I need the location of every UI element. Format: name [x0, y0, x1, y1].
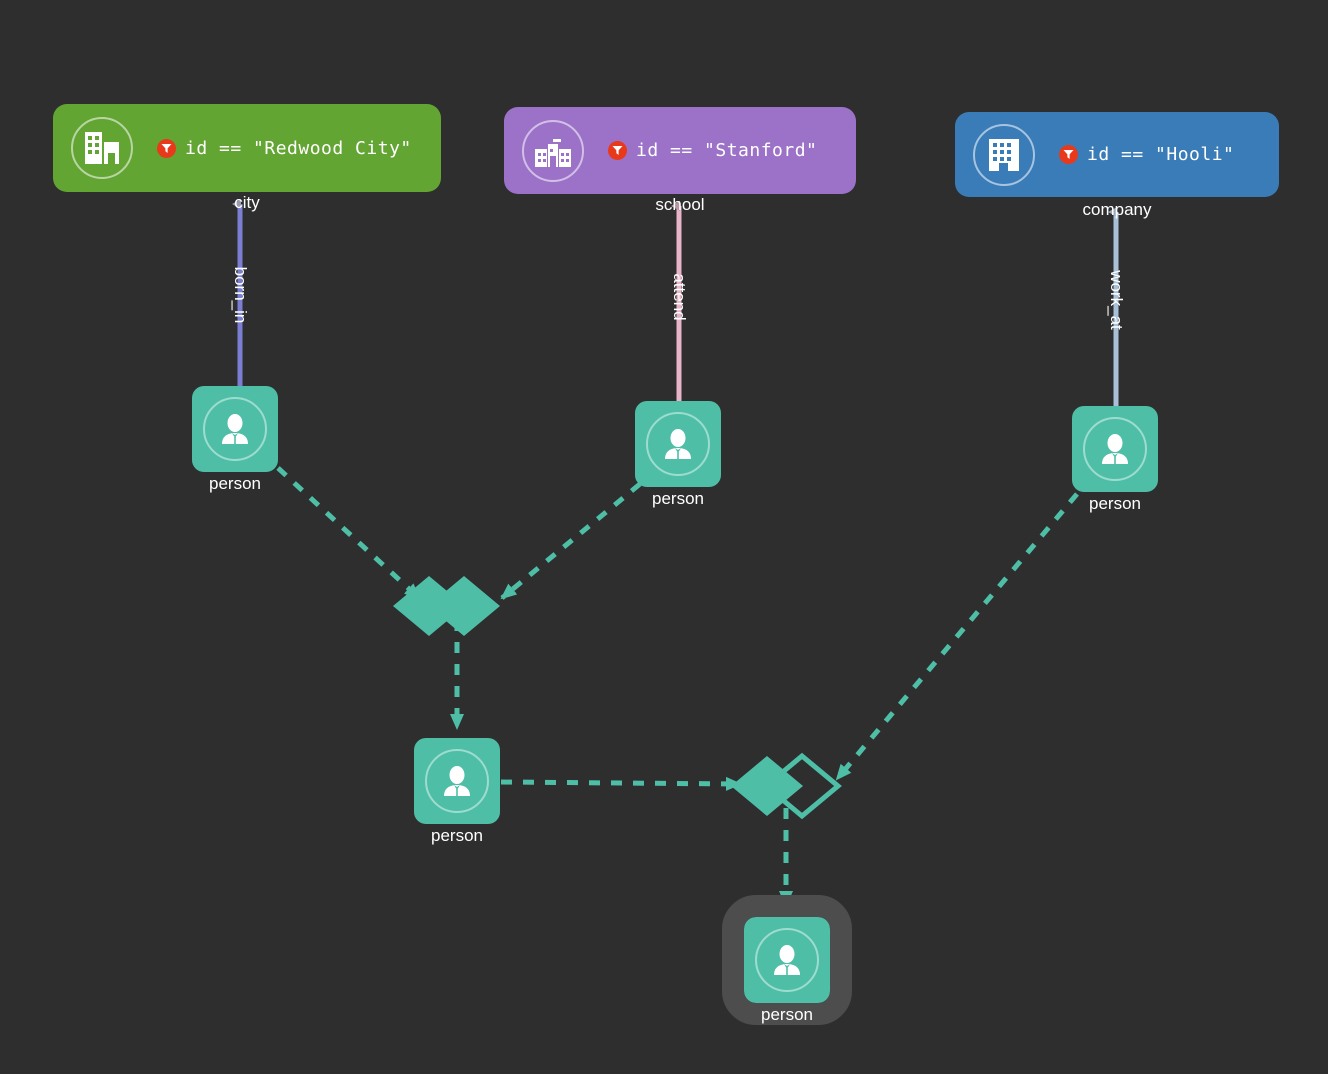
- rel-person1-to-join1[interactable]: [276, 466, 421, 600]
- filter-funnel-icon: [157, 138, 176, 158]
- filter-expression-city[interactable]: id == "Redwood City": [157, 138, 412, 159]
- entity-node-company[interactable]: id == "Hooli": [955, 112, 1279, 197]
- filter-funnel-icon: [1059, 145, 1078, 164]
- person-node-5[interactable]: [722, 895, 852, 1025]
- caption-person-4: person: [431, 826, 483, 845]
- person-node-2[interactable]: [635, 401, 721, 487]
- caption-person-3: person: [1089, 494, 1141, 513]
- person-avatar-icon: [1083, 417, 1147, 481]
- edge-label-attend: attend: [670, 273, 689, 321]
- edge-label-work-at: work_at: [1107, 270, 1126, 330]
- caption-person-1: person: [209, 474, 261, 493]
- city-buildings-icon: [71, 117, 133, 179]
- caption-school: school: [655, 195, 705, 214]
- person-avatar-icon: [755, 928, 819, 992]
- filter-expression-text: id == "Stanford": [636, 140, 818, 161]
- caption-company: company: [1082, 200, 1152, 219]
- filter-expression-text: id == "Redwood City": [185, 137, 412, 159]
- filter-expression-company[interactable]: id == "Hooli": [1059, 144, 1234, 165]
- join-node-2[interactable]: [731, 752, 842, 820]
- office-building-icon: [973, 123, 1035, 186]
- rel-person4-to-join2[interactable]: [500, 776, 742, 791]
- person-avatar-icon: [203, 397, 267, 461]
- caption-person-5: person: [761, 1005, 813, 1024]
- person-avatar-icon: [425, 749, 489, 813]
- join-node-1[interactable]: [393, 576, 500, 636]
- person-avatar-icon: [646, 412, 710, 476]
- caption-person-2: person: [652, 489, 704, 508]
- person-node-1[interactable]: [192, 386, 278, 472]
- edge-label-born-in: born_in: [231, 266, 250, 324]
- rel-person2-to-join1[interactable]: [500, 482, 642, 600]
- caption-city: city: [234, 193, 260, 212]
- school-building-icon: [522, 119, 584, 182]
- entity-node-city[interactable]: id == "Redwood City": [53, 104, 441, 192]
- filter-expression-school[interactable]: id == "Stanford": [608, 140, 817, 161]
- entity-node-school[interactable]: id == "Stanford": [504, 107, 856, 194]
- filter-funnel-icon: [608, 141, 627, 160]
- person-node-3[interactable]: [1072, 406, 1158, 492]
- person-node-4[interactable]: [414, 738, 500, 824]
- filter-expression-text: id == "Hooli": [1087, 144, 1235, 165]
- rel-person3-to-join2[interactable]: [835, 492, 1079, 781]
